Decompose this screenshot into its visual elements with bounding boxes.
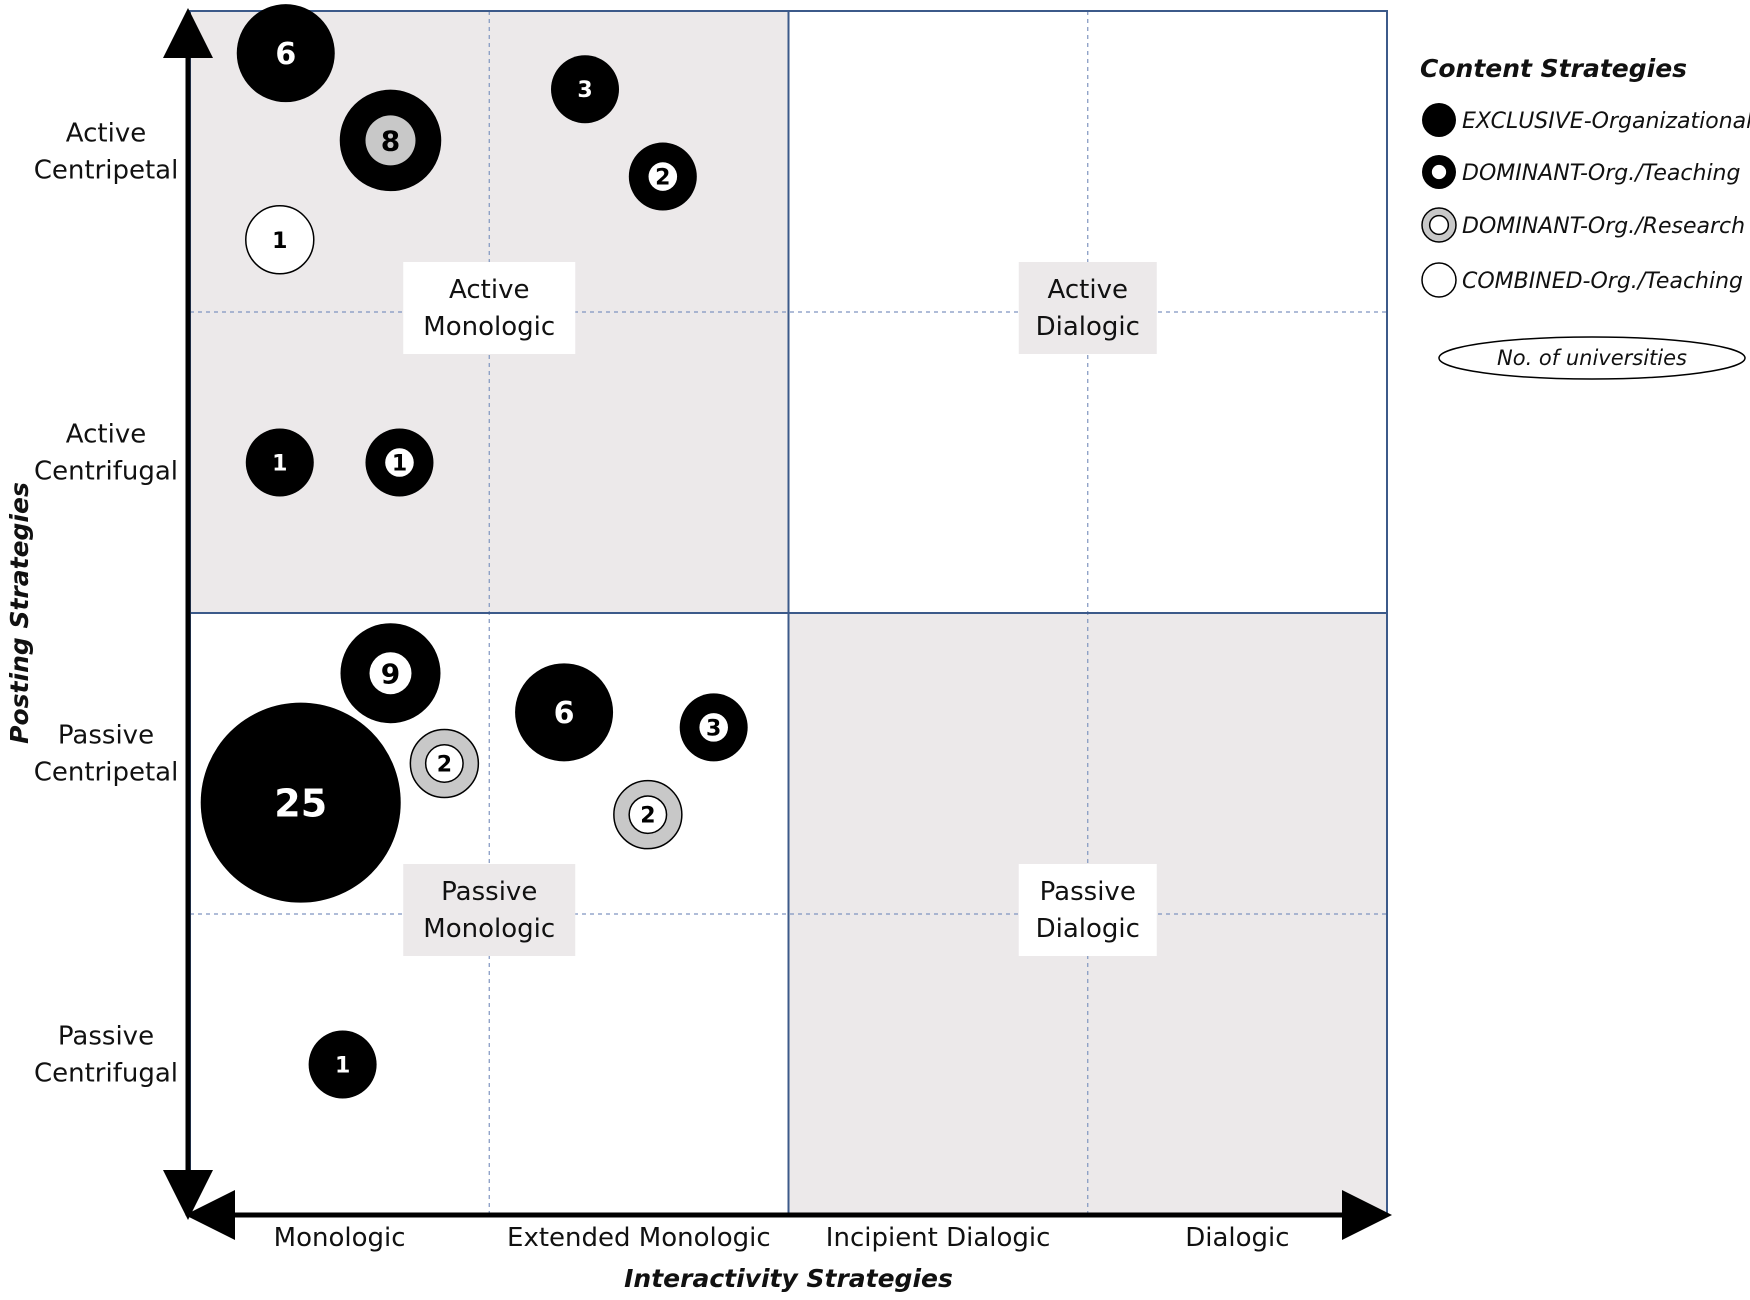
bubble-outer	[1421, 262, 1457, 298]
bubble-dominant_teaching: 1	[365, 428, 434, 497]
bubble-exclusive: 25	[200, 702, 401, 903]
bubble-combined	[1421, 262, 1457, 298]
bubble-outer	[200, 702, 401, 903]
bubble-inner	[1431, 164, 1447, 180]
bubble-value-label: 2	[655, 165, 670, 190]
x-axis-title: Interactivity Strategies	[624, 1264, 953, 1293]
x-tick-label: Extended Monologic	[507, 1223, 771, 1253]
legend-item-label: DOMINANT-Org./Teaching	[1462, 161, 1740, 186]
bubble-value-label: 1	[272, 451, 287, 476]
bubble-outer	[245, 205, 315, 275]
bubble-inner	[424, 744, 464, 783]
bubble-exclusive	[1422, 103, 1456, 137]
bubble-outer	[308, 1030, 377, 1099]
bubble-inner	[1428, 214, 1450, 236]
bubble-dominant_research: 2	[409, 728, 480, 799]
bubble-value-label: 1	[335, 1053, 350, 1078]
quadrant-label-line2: Dialogic	[1036, 312, 1140, 342]
bubble-value-label: 6	[275, 37, 296, 72]
legend-item-label: EXCLUSIVE-Organizational	[1462, 109, 1750, 134]
quadrant-label-line2: Dialogic	[1036, 914, 1140, 944]
quadrant-label-line1: Passive	[1040, 877, 1136, 907]
bubble-dominant_teaching: 9	[340, 623, 441, 724]
bubble-exclusive: 3	[551, 55, 620, 124]
bubble-dominant_research	[1421, 207, 1457, 243]
quadrant-label-line2: Monologic	[423, 914, 555, 944]
legend-size-note: No. of universities	[1497, 346, 1687, 370]
quadrant-label-box	[403, 864, 576, 956]
bubble-dominant_research: 2	[613, 779, 683, 850]
legend-size-note-ellipse	[1438, 336, 1746, 380]
bubble-value-label: 8	[381, 125, 400, 158]
bubble-inner	[628, 795, 668, 835]
bubble-exclusive: 6	[236, 4, 335, 103]
bubble-value-label: 1	[272, 229, 287, 254]
bubble-dominant_teaching: 2	[628, 142, 697, 211]
quadrant-label-line1: Passive	[441, 877, 537, 907]
bubble-value-label: 6	[554, 696, 575, 731]
quadrant-label-box	[1018, 864, 1157, 956]
bubble-value-label: 1	[392, 451, 407, 476]
x-tick-label: Monologic	[274, 1223, 406, 1253]
bubble-dominant_research: 8	[339, 89, 442, 192]
bubble-outer	[236, 4, 335, 103]
bubble-inner	[648, 162, 678, 191]
bubble-exclusive: 1	[245, 428, 314, 497]
legend-item-label: COMBINED-Org./Teaching	[1462, 269, 1743, 294]
bubble-exclusive: 1	[308, 1030, 377, 1099]
quadrant-label-box	[403, 262, 576, 354]
bubble-outer	[515, 663, 614, 762]
bubble-outer	[245, 428, 314, 497]
bubble-inner	[365, 115, 416, 166]
x-tick-label: Dialogic	[1185, 1223, 1289, 1253]
legend-item-label: DOMINANT-Org./Research	[1462, 214, 1745, 239]
bubble-value-label: 2	[640, 804, 655, 829]
bubble-value-label: 3	[577, 78, 592, 103]
legend-title: Content Strategies	[1420, 54, 1687, 83]
bubble-value-label: 25	[274, 781, 327, 825]
bubble-exclusive: 6	[515, 663, 614, 762]
bubble-value-label: 9	[381, 657, 400, 690]
quadrant-label-line1: Active	[449, 275, 529, 305]
bubble-inner	[369, 652, 412, 695]
bubble-dominant_teaching	[1422, 155, 1456, 189]
quadrant-label-line1: Active	[1048, 275, 1128, 305]
bubble-combined: 1	[245, 205, 315, 275]
bubble-dominant_teaching: 3	[679, 693, 748, 762]
x-tick-label: Incipient Dialogic	[826, 1223, 1051, 1253]
y-axis-title: Posting Strategies	[5, 482, 34, 744]
bubble-inner	[385, 448, 414, 477]
bubble-inner	[699, 713, 728, 742]
quadrant-label-line2: Monologic	[423, 312, 555, 342]
quadrant-label-box	[1018, 262, 1157, 354]
bubble-outer	[551, 55, 620, 124]
bubble-outer	[1422, 103, 1456, 137]
bubble-value-label: 2	[437, 752, 452, 777]
bubble-value-label: 3	[706, 716, 721, 741]
